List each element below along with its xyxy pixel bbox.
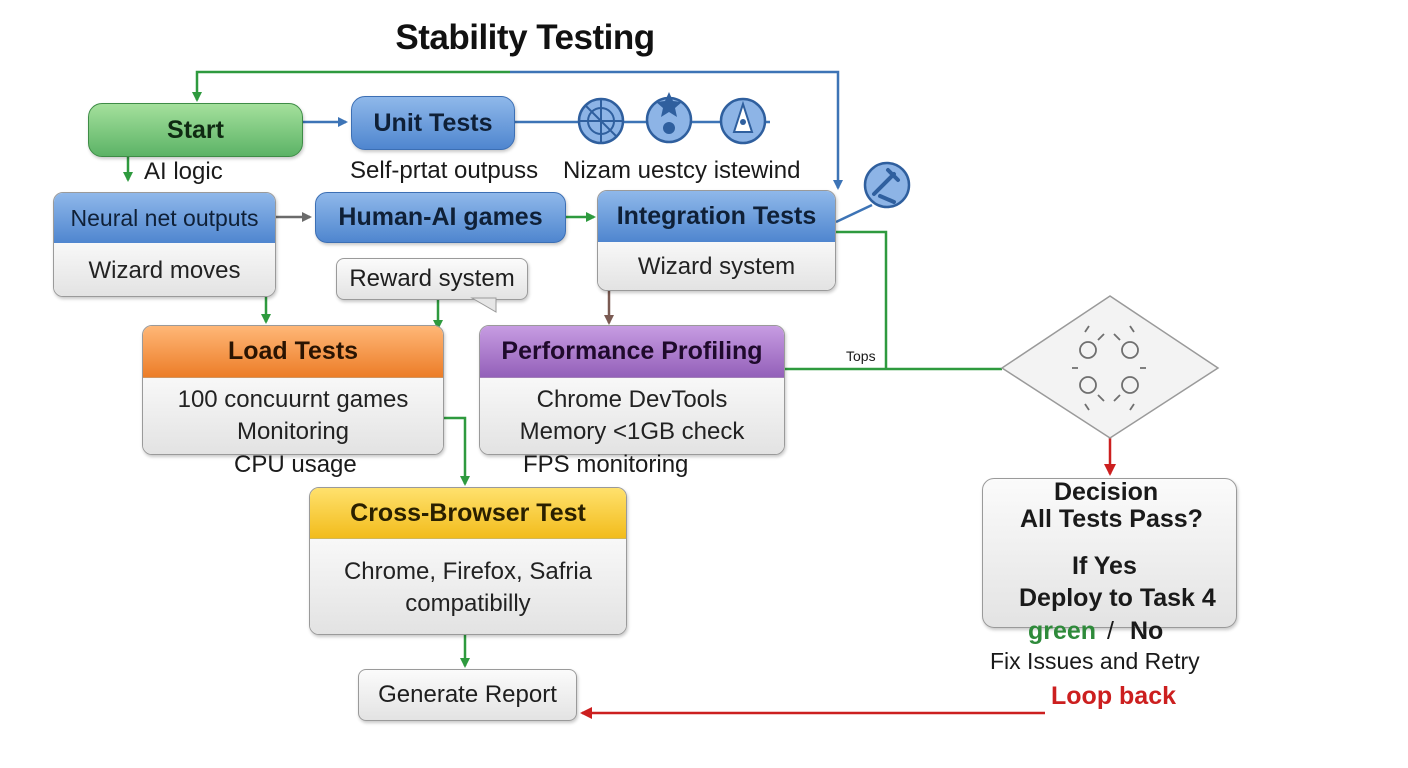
- integration-to-icon-line: [835, 203, 873, 224]
- cross-browser-header: Cross-Browser Test: [310, 488, 626, 539]
- load-tests-node[interactable]: Load Tests 100 concuurnt games Monitorin…: [142, 325, 444, 455]
- generate-report-label: Generate Report: [378, 681, 557, 708]
- performance-profiling-header: Performance Profiling: [480, 326, 784, 378]
- unit-tests-node[interactable]: Unit Tests: [351, 96, 515, 150]
- generate-report-node[interactable]: Generate Report: [358, 669, 577, 721]
- unit-notes2-label: Nizam uestcy istewind: [563, 157, 801, 184]
- reward-system-label: Reward system: [349, 265, 515, 292]
- decision-if-yes: If Yes: [1072, 552, 1137, 580]
- decision-diamond: [1000, 295, 1220, 439]
- integration-to-decision-line: [836, 230, 888, 369]
- bug-star-icon: [645, 92, 693, 144]
- decision-title: Decision: [1054, 478, 1159, 506]
- perf-line-1: Chrome DevTools: [536, 386, 728, 413]
- load-tests-header: Load Tests: [143, 326, 443, 378]
- load-to-cross-arrow: [444, 416, 470, 486]
- callout-tail: [470, 297, 497, 313]
- reward-system-callout: Reward system: [336, 258, 528, 300]
- loop-top-blue-connector: [510, 70, 843, 190]
- loop-top-green-connector: [192, 70, 510, 102]
- decision-deploy: Deploy to Task 4: [1019, 584, 1216, 612]
- decision-question: All Tests Pass?: [1020, 505, 1203, 533]
- neural-outputs-header: Neural net outputs: [54, 193, 275, 243]
- integration-tests-header: Integration Tests: [598, 191, 835, 242]
- perf-line-3: FPS monitoring: [523, 451, 689, 478]
- decision-no-word: No: [1130, 617, 1164, 645]
- loop-back-label: Loop back: [1051, 682, 1177, 710]
- ai-logic-label: AI logic: [144, 158, 223, 185]
- unit-tests-label: Unit Tests: [373, 108, 493, 137]
- wrench-bug-icon: [863, 161, 911, 209]
- human-ai-games-node[interactable]: Human-AI games: [315, 192, 566, 243]
- performance-profiling-node[interactable]: Performance Profiling Chrome DevTools Me…: [479, 325, 785, 455]
- decision-node[interactable]: [982, 478, 1237, 628]
- load-tests-body: 100 concuurnt games Monitoring: [143, 378, 443, 454]
- fix-issues-label: Fix Issues and Retry: [990, 648, 1200, 674]
- cross-browser-body: Chrome, Firefox, Safria compatibilly: [310, 539, 626, 634]
- decision-slash: /: [1107, 617, 1114, 645]
- load-line-3: CPU usage: [234, 451, 357, 478]
- human-ai-games-label: Human-AI games: [338, 203, 543, 231]
- unit-notes-label: Self-prtat outpuss: [350, 157, 539, 184]
- bug-circuit-icon: [577, 97, 625, 145]
- diagram-title: Stability Testing: [395, 18, 655, 57]
- robot-wizard-icon: [719, 97, 767, 145]
- cross-line-1: Chrome, Firefox, Safria: [343, 557, 593, 585]
- integration-tests-node[interactable]: Integration Tests Wizard system: [597, 190, 836, 291]
- cross-browser-node[interactable]: Cross-Browser Test Chrome, Firefox, Safr…: [309, 487, 627, 635]
- start-node[interactable]: Start: [88, 103, 303, 157]
- performance-profiling-body: Chrome DevTools Memory <1GB check: [480, 378, 784, 454]
- load-line-1: 100 concuurnt games: [177, 386, 409, 413]
- cross-line-2: compatibilly: [405, 589, 531, 617]
- perf-line-2: Memory <1GB check: [519, 418, 745, 445]
- wizard-moves-label: Wizard moves: [88, 256, 241, 284]
- wizard-system-label: Wizard system: [637, 253, 796, 280]
- integration-tests-body: Wizard system: [598, 242, 835, 290]
- load-line-2: Monitoring: [236, 418, 350, 445]
- start-label: Start: [167, 115, 224, 144]
- tops-label: Tops: [846, 348, 876, 364]
- decision-green-word: green: [1028, 617, 1097, 645]
- neural-outputs-body: Wizard moves: [54, 243, 275, 296]
- neural-outputs-node[interactable]: Neural net outputs Wizard moves: [53, 192, 276, 297]
- gears-icon: [1072, 325, 1146, 411]
